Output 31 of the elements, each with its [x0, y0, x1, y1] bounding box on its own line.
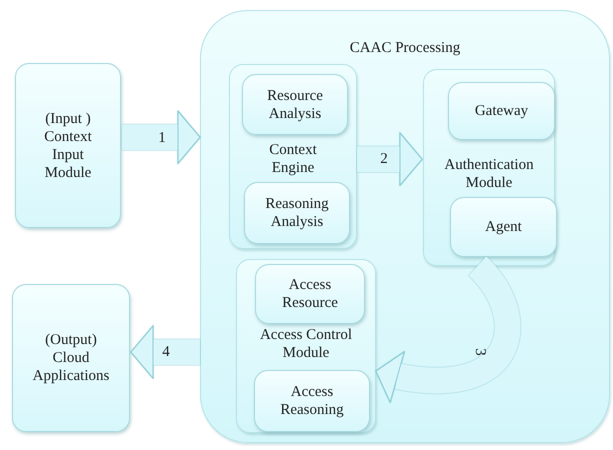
- process-box: [244, 182, 350, 244]
- edge-label: 2: [380, 151, 388, 167]
- module-box: [423, 69, 555, 266]
- box-label: Resource Analysis: [266, 86, 324, 122]
- process-box: [12, 284, 130, 432]
- box-label: Reasoning Analysis: [264, 195, 330, 231]
- box-label: Access Resource: [281, 276, 339, 312]
- process-box: [254, 370, 370, 432]
- module-box: [229, 64, 357, 249]
- module-title: CAAC Processing: [350, 39, 460, 57]
- block-arrow: [122, 110, 200, 164]
- edge-label: 4: [162, 344, 170, 360]
- edge-label: 1: [158, 130, 166, 146]
- module-box: [236, 259, 376, 433]
- edge-label: 3: [472, 348, 488, 356]
- container-panel: [200, 10, 610, 443]
- module-title: Access Control Module: [258, 326, 354, 362]
- block-arrow: [130, 326, 200, 379]
- box-label: (Output) Cloud Applications: [32, 331, 110, 385]
- box-label: Gateway: [474, 102, 528, 120]
- process-box: [15, 63, 121, 228]
- module-title: Context Engine: [268, 141, 318, 177]
- block-arrow: [357, 132, 422, 186]
- box-label: (Input ) Context Input Module: [43, 110, 93, 182]
- box-label: Agent: [485, 218, 522, 236]
- module-title: Authentication Module: [443, 156, 535, 192]
- process-box: [448, 82, 555, 140]
- process-box: [450, 197, 557, 257]
- process-box: [255, 264, 365, 324]
- box-label: Access Reasoning: [279, 383, 345, 419]
- process-box: [242, 74, 348, 135]
